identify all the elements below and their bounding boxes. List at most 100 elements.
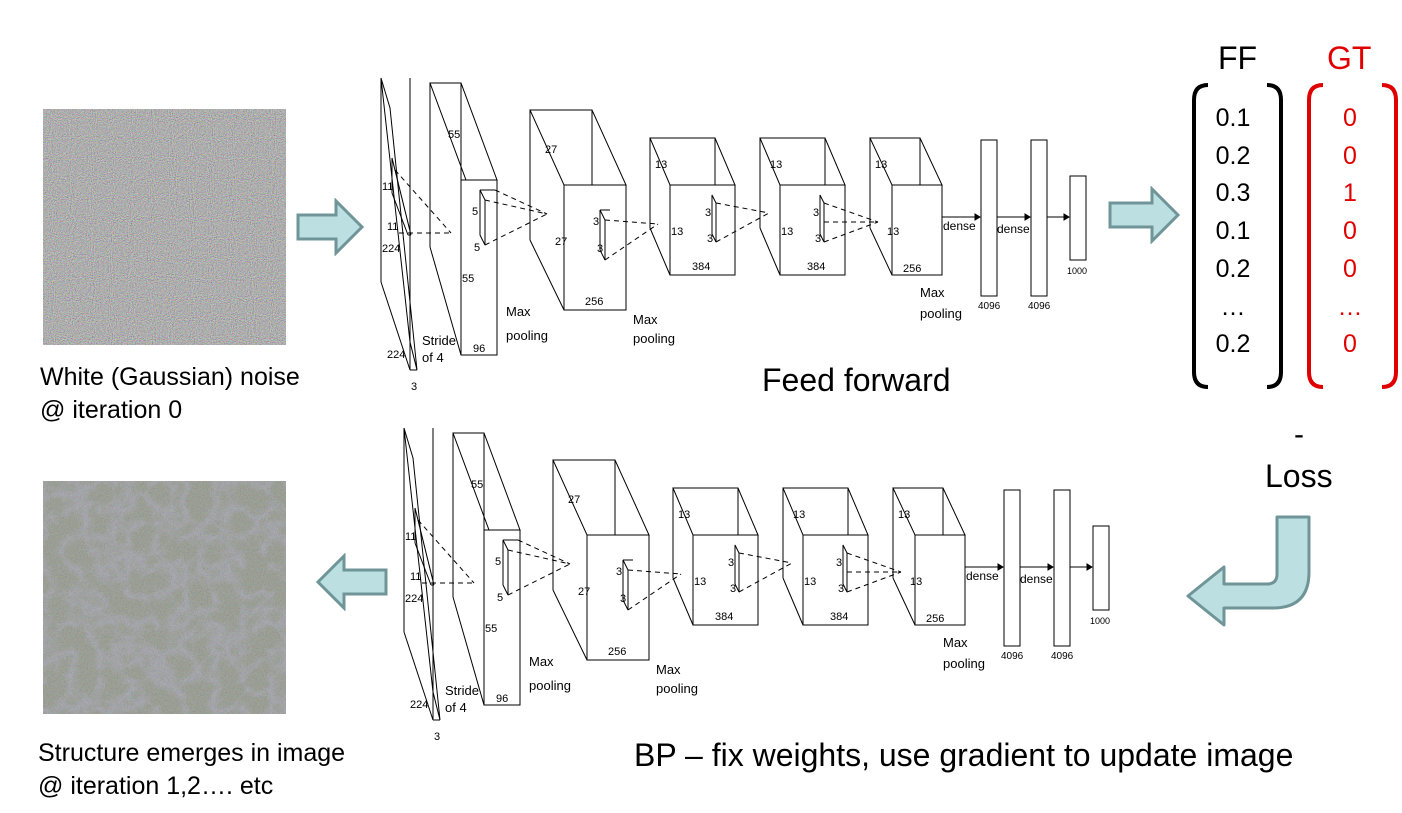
layer-label: Max (656, 662, 681, 677)
layer-label: 3 (593, 216, 599, 228)
layer-label: 4096 (1051, 651, 1074, 662)
layer-label: Max (943, 635, 968, 650)
layer-label: 13 (770, 159, 782, 171)
layer-label: 3 (616, 566, 622, 578)
layer-label: 3 (728, 557, 734, 569)
layer-label: 3 (707, 233, 713, 245)
layer-label: pooling (943, 656, 985, 671)
layer-label: 5 (495, 556, 501, 568)
layer-label: 13 (910, 576, 922, 588)
caption-line: White (Gaussian) noise (40, 363, 300, 391)
ff-value: 0.1 (1215, 217, 1251, 246)
layer-label: 256 (926, 613, 944, 625)
layer-label: Stride (422, 333, 456, 348)
layer-label: 5 (472, 206, 478, 218)
layer-label: 27 (555, 236, 567, 248)
layer-label: 3 (705, 207, 711, 219)
layer-label: of 4 (422, 350, 444, 365)
noise-caption: White (Gaussian) noise @ iteration 0 (40, 361, 300, 427)
layer-label: 13 (655, 159, 667, 171)
layer-label: dense (1020, 572, 1053, 586)
layer-label: 55 (485, 623, 497, 635)
layer-label: 55 (471, 479, 483, 491)
layer-label: 3 (411, 381, 417, 393)
layer-label: 13 (804, 576, 816, 588)
ff-values: 0.1 0.2 0.3 0.1 0.2 … 0.2 (1193, 100, 1273, 364)
layer-label: dense (966, 569, 999, 583)
ff-value: 0.1 (1215, 104, 1251, 132)
layer-label: 3 (813, 207, 819, 219)
layer-label: pooling (920, 306, 962, 321)
right-arrow-icon (296, 198, 365, 256)
layer-label: 224 (410, 699, 428, 711)
layer-label: 27 (568, 494, 580, 506)
layer-label: 13 (887, 226, 899, 238)
layer-label: dense (997, 222, 1030, 236)
layer-label: 5 (474, 242, 480, 254)
layer-label: Stride (445, 683, 479, 698)
layer-label: 224 (382, 243, 400, 255)
layer-label: 13 (671, 226, 683, 238)
layer-label: 11 (382, 181, 393, 193)
noise-image (43, 109, 286, 345)
cnn-diagram-bottom: 11 11 224 224 3 55 55 5 5 96 Stride of 4… (403, 427, 1110, 743)
layer-label: 256 (903, 263, 921, 275)
caption-line: Structure emerges in image (38, 739, 346, 767)
backprop-label: BP – fix weights, use gradient to update… (634, 737, 1294, 773)
layer-label: 384 (807, 261, 825, 273)
gt-brackets (1307, 83, 1398, 389)
structured-image (43, 481, 286, 714)
layer-label: 3 (838, 583, 844, 595)
gt-value: 0 (1343, 217, 1357, 246)
layer-label: 3 (620, 593, 626, 605)
layer-label: 1000 (1090, 616, 1110, 626)
layer-label: Max (529, 654, 554, 669)
layer-label: 3 (730, 583, 736, 595)
layer-label: 13 (781, 226, 793, 238)
gt-value: 0 (1343, 141, 1357, 170)
layer-label: 4096 (1028, 301, 1051, 312)
right-arrow-icon (1108, 186, 1181, 244)
ff-value: 0.2 (1215, 141, 1251, 170)
layer-label: 4096 (1001, 651, 1024, 662)
gt-value: … (1337, 292, 1363, 321)
layer-label: 96 (473, 343, 485, 355)
ff-value: … (1220, 292, 1246, 321)
layer-label: 11 (410, 571, 421, 583)
layer-label: 256 (608, 646, 626, 658)
layer-label: Max (506, 304, 531, 319)
gt-value: 0 (1343, 330, 1357, 359)
gt-value: 0 (1343, 254, 1357, 283)
gt-values: 0 0 1 0 0 … 0 (1310, 100, 1390, 364)
layer-label: 55 (448, 129, 460, 141)
layer-label: of 4 (445, 700, 467, 715)
gt-value: 0 (1343, 104, 1357, 132)
caption-line: @ iteration 1,2…. etc (38, 772, 274, 800)
ff-brackets (1192, 83, 1283, 389)
layer-label: Max (633, 312, 658, 327)
layer-label: 384 (715, 611, 733, 623)
feed-forward-label: Feed forward (762, 362, 951, 398)
layer-label: 27 (578, 586, 590, 598)
layer-label: 55 (462, 273, 474, 285)
layer-label: 1000 (1067, 266, 1087, 276)
layer-label: 11 (405, 531, 416, 543)
layer-label: 224 (387, 349, 405, 361)
ff-title: FF (1218, 40, 1258, 76)
ff-value: 0.3 (1215, 179, 1251, 208)
ff-value: 0.2 (1215, 330, 1251, 359)
layer-label: 5 (497, 592, 503, 604)
layer-label: 4096 (978, 301, 1001, 312)
layer-label: 13 (898, 509, 910, 521)
minus-sign: - (1294, 418, 1304, 451)
layer-label: 224 (405, 593, 423, 605)
layer-label: 3 (815, 233, 821, 245)
layer-label: 256 (585, 296, 603, 308)
layer-label: 3 (434, 731, 440, 743)
gt-title: GT (1327, 40, 1372, 76)
layer-label: 13 (678, 509, 690, 521)
layer-label: 11 (387, 221, 398, 233)
cnn-diagram-top: 11 11 224 224 3 55 55 5 5 96 Stride of 4… (380, 77, 1087, 393)
layer-label: 384 (692, 261, 710, 273)
structure-caption: Structure emerges in image @ iteration 1… (38, 737, 345, 803)
